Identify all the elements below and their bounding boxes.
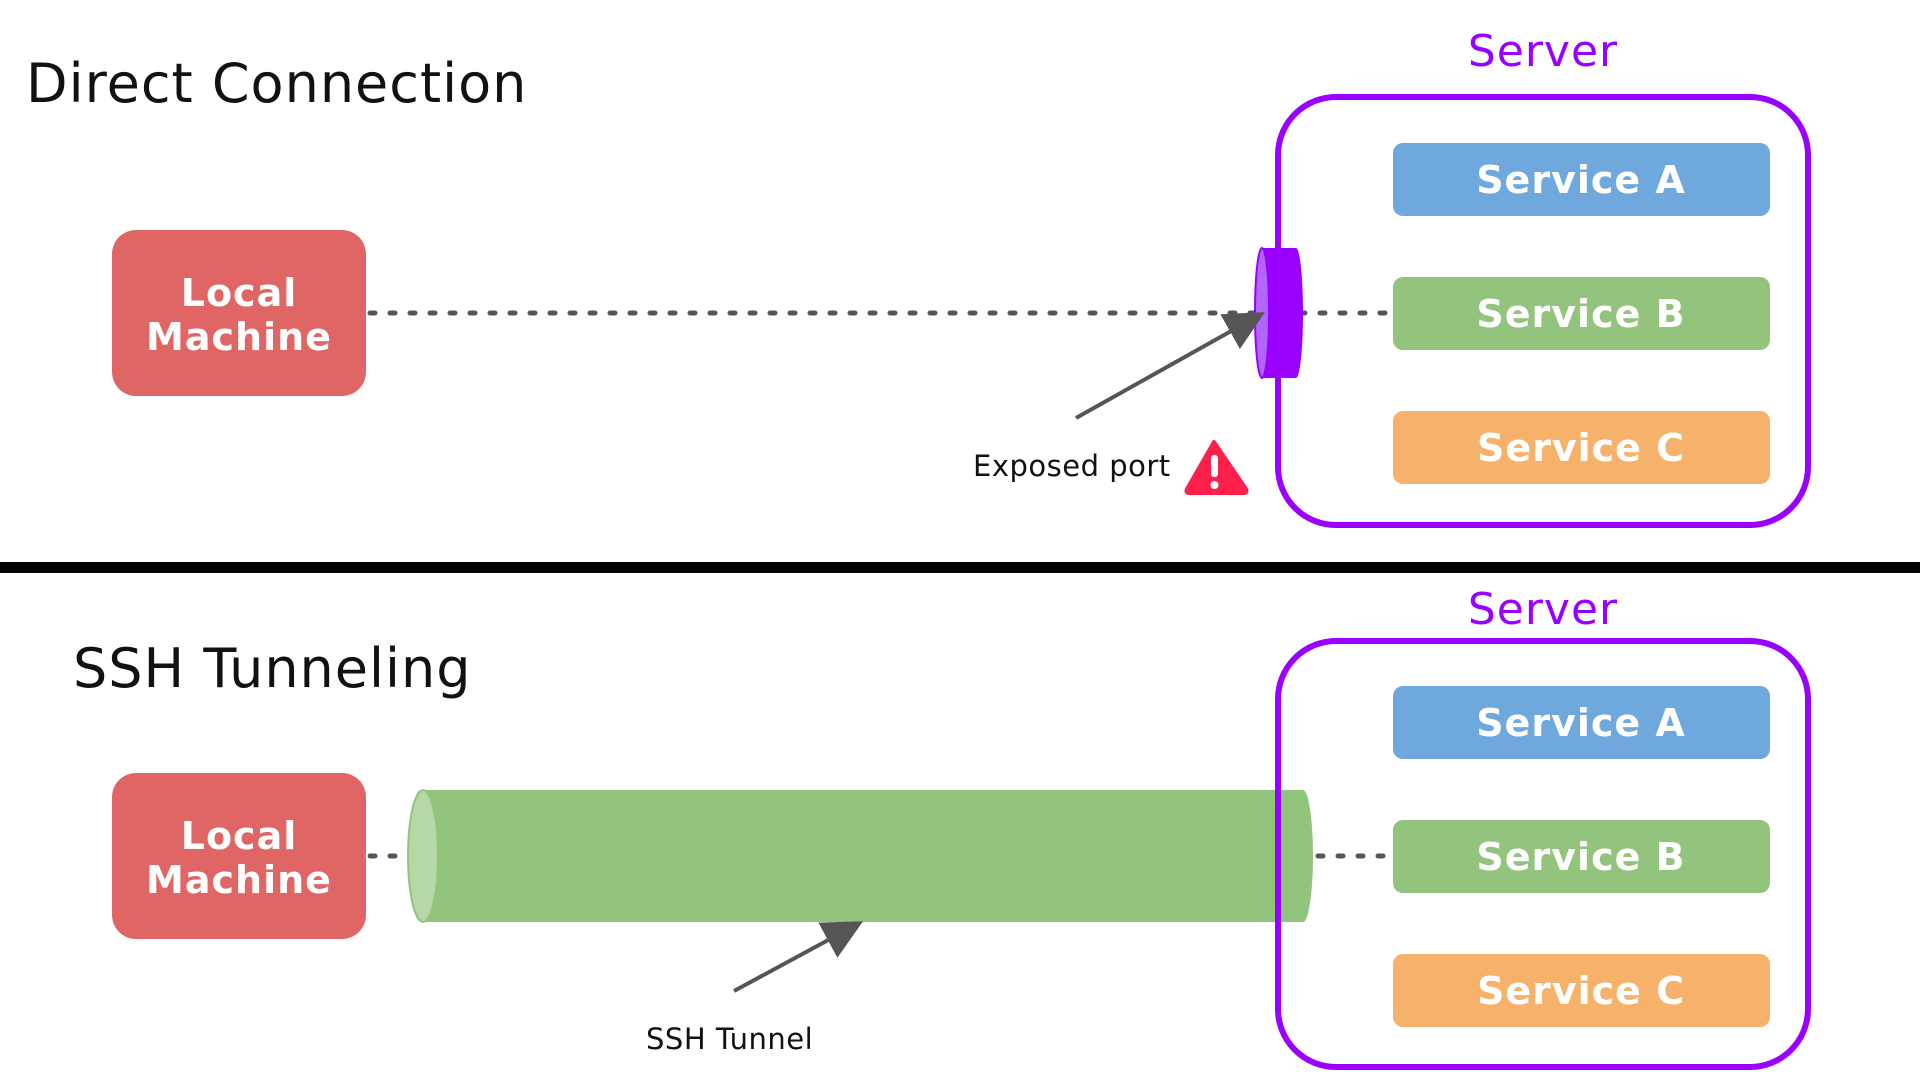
service-c-label: Service C bbox=[1477, 426, 1685, 470]
local-machine-line2: Machine bbox=[146, 858, 332, 902]
ssh-tunneling-section: SSH Tunneling Local Machine Server Servi… bbox=[73, 584, 1811, 1070]
service-a-label: Service A bbox=[1476, 158, 1686, 202]
local-machine-box bbox=[112, 230, 366, 396]
section-divider bbox=[0, 562, 1920, 573]
local-machine-line1: Local bbox=[181, 271, 298, 315]
service-a-bottom: Service A bbox=[1393, 686, 1770, 759]
direct-connection-section: Direct Connection Local Machine Server S… bbox=[26, 26, 1811, 528]
arrow-pointer-icon bbox=[733, 921, 864, 993]
server-label-bottom: Server bbox=[1468, 584, 1618, 635]
service-a-top: Service A bbox=[1393, 143, 1770, 216]
local-machine-bottom: Local Machine bbox=[112, 773, 366, 939]
exposed-port-label: Exposed port bbox=[973, 449, 1171, 483]
local-machine-line2: Machine bbox=[146, 315, 332, 359]
service-b-top: Service B bbox=[1393, 277, 1770, 350]
service-b-label: Service B bbox=[1476, 292, 1685, 336]
server-label-top: Server bbox=[1468, 26, 1618, 77]
local-machine-top: Local Machine bbox=[112, 230, 366, 396]
service-c-top: Service C bbox=[1393, 411, 1770, 484]
service-c-bottom: Service C bbox=[1393, 954, 1770, 1027]
service-b-label: Service B bbox=[1476, 835, 1685, 879]
service-a-label: Service A bbox=[1476, 701, 1686, 745]
direct-connection-title: Direct Connection bbox=[26, 52, 527, 115]
ssh-tunnel-label: SSH Tunnel bbox=[646, 1022, 813, 1056]
server-container-bottom bbox=[1275, 638, 1811, 1070]
service-b-bottom: Service B bbox=[1393, 820, 1770, 893]
local-machine-line1: Local bbox=[181, 814, 298, 858]
warning-triangle-icon bbox=[1184, 440, 1249, 495]
local-machine-box bbox=[112, 773, 366, 939]
arrow-pointer-icon bbox=[1075, 312, 1265, 420]
ssh-tunneling-title: SSH Tunneling bbox=[73, 637, 472, 700]
service-c-label: Service C bbox=[1477, 969, 1685, 1013]
ssh-tunnel-cylinder bbox=[407, 789, 1313, 923]
port-cylinder-icon bbox=[1254, 247, 1303, 379]
